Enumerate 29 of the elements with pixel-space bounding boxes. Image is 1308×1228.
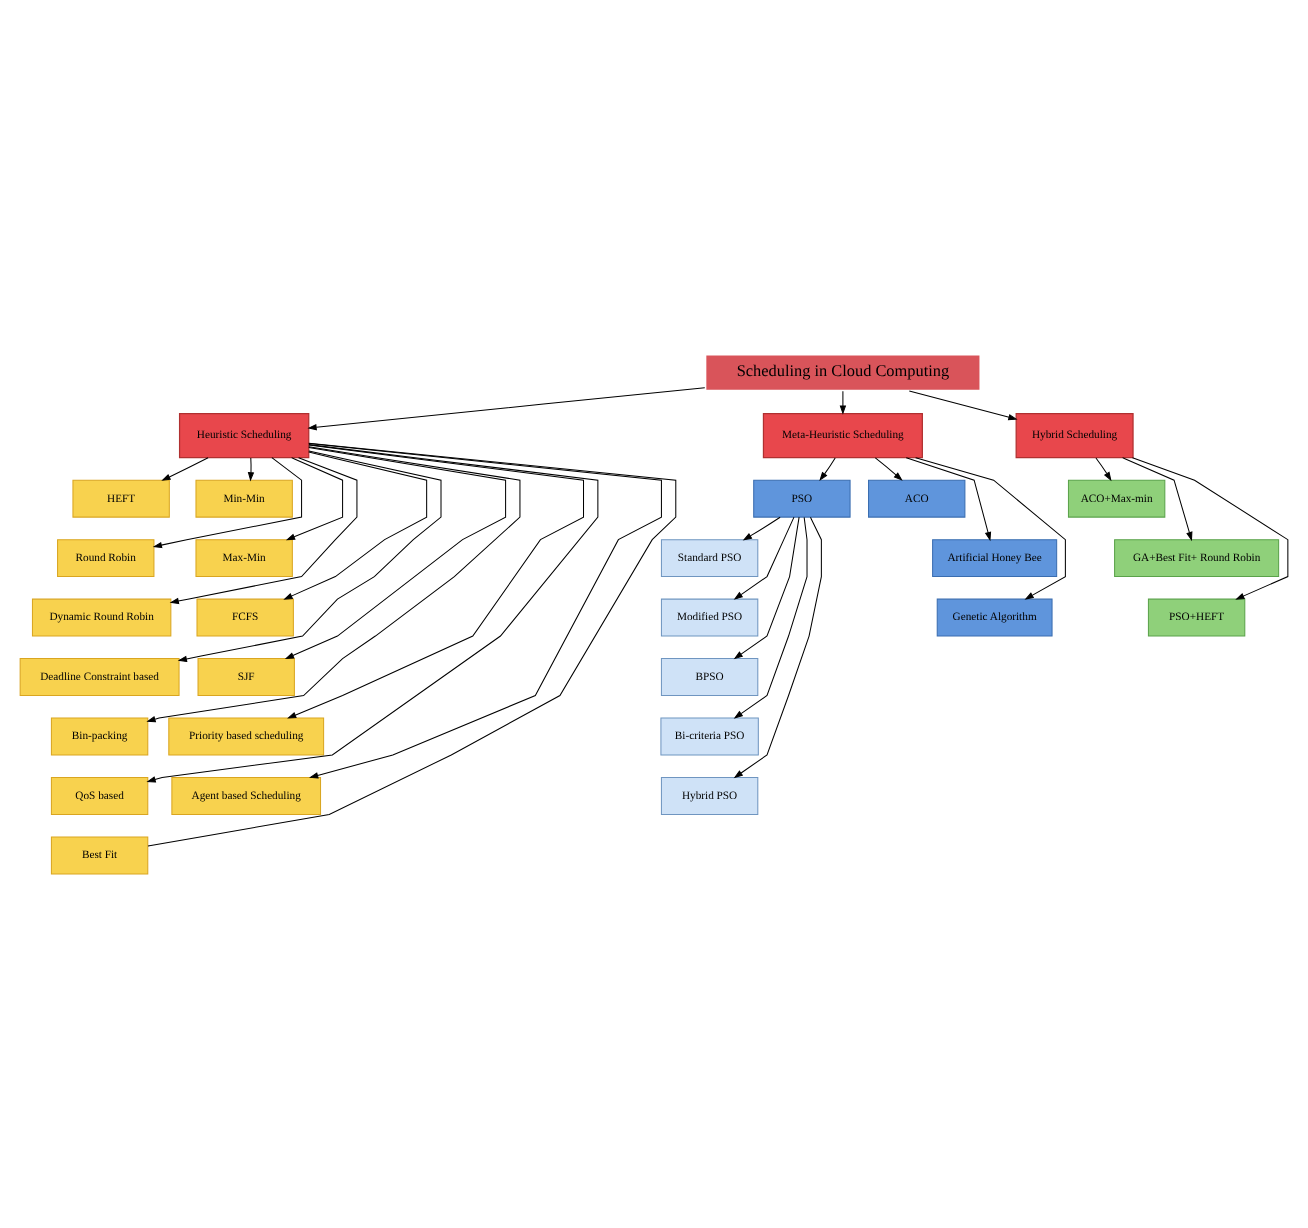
arrow <box>284 446 507 660</box>
arrow <box>1122 457 1193 542</box>
arrow <box>1095 457 1112 482</box>
arrow <box>247 457 255 482</box>
arrow <box>283 451 428 600</box>
arrow <box>169 457 358 605</box>
arrow <box>905 457 992 542</box>
arrow <box>146 446 521 723</box>
arrow <box>1131 457 1289 600</box>
arrow <box>161 457 209 481</box>
arrow <box>733 516 808 719</box>
arrow <box>307 387 706 431</box>
arrow <box>733 516 800 660</box>
connector <box>147 442 677 847</box>
arrow <box>742 516 781 541</box>
arrow <box>177 450 442 663</box>
arrow <box>308 442 662 779</box>
arrow <box>146 444 599 783</box>
arrow <box>152 457 303 549</box>
arrow <box>839 390 847 415</box>
arrow <box>285 457 344 541</box>
arrow <box>915 457 1066 600</box>
node-box: Scheduling in Cloud Computing <box>703 352 983 393</box>
arrow <box>287 444 585 719</box>
arrow <box>733 516 795 600</box>
arrow <box>819 457 836 482</box>
arrow <box>874 457 903 481</box>
arrow <box>733 516 822 779</box>
arrow <box>908 390 1018 421</box>
